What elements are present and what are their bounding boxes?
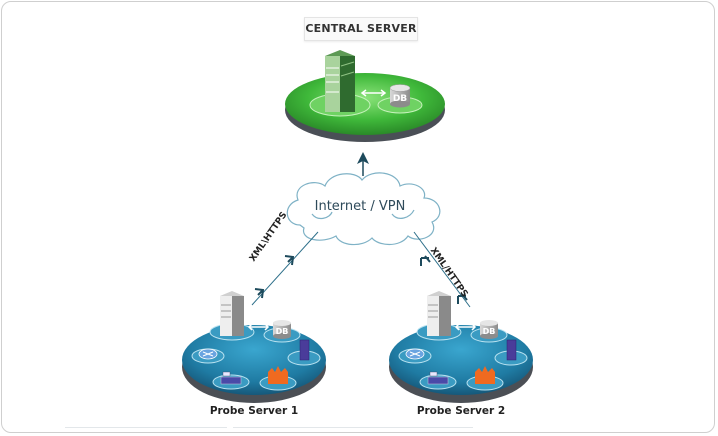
cloud-label: Internet / VPN: [314, 199, 406, 214]
probe-server-1-label: Probe Server 1: [209, 405, 299, 417]
probe-2-server-icon: [427, 291, 451, 336]
probe-2-db-link-icon: [454, 323, 477, 331]
central-database-icon: DB: [389, 84, 411, 108]
central-platform: [285, 73, 445, 142]
probe-1-firewall-icon: [268, 366, 288, 384]
central-db-label: DB: [393, 94, 407, 104]
probe-1-db-link-icon: [247, 323, 270, 331]
probe-1-db-label: DB: [276, 327, 289, 336]
probe-1-devices: DB: [198, 291, 310, 385]
probe-1-rack-server-icon: [299, 339, 310, 361]
link-arrow-1b: [284, 255, 295, 266]
probe-server-2-label: Probe Server 2: [416, 405, 506, 417]
divider-right: [233, 427, 473, 428]
probe-2-db-label: DB: [483, 327, 496, 336]
link-arrow-2b: [457, 293, 468, 304]
central-db-link-icon: [360, 89, 387, 97]
probe-server-2-platform: [389, 323, 533, 403]
probe-2-router-icon: [405, 348, 425, 360]
probe-1-switch-icon: [220, 371, 242, 385]
central-server-title: CENTRAL SERVER: [304, 17, 418, 41]
probe-1-database-icon: DB: [273, 320, 291, 339]
link-line-2: [413, 231, 471, 308]
probe-2-firewall-icon: [475, 366, 495, 384]
probe-1-server-icon: [220, 291, 244, 336]
probe-2-switch-icon: [427, 371, 449, 385]
probe-2-devices: DB: [405, 291, 517, 385]
probe-server-1-platform: [182, 323, 326, 403]
probe-2-rack-server-icon: [506, 339, 517, 361]
link-arrow-1a: [254, 288, 265, 299]
divider-left: [65, 427, 227, 428]
central-server-icon: [325, 50, 355, 112]
probe-2-database-icon: DB: [480, 320, 498, 339]
cloud-icon: [286, 172, 441, 246]
probe-1-router-icon: [198, 348, 218, 360]
link-arrow-2a: [420, 255, 431, 266]
